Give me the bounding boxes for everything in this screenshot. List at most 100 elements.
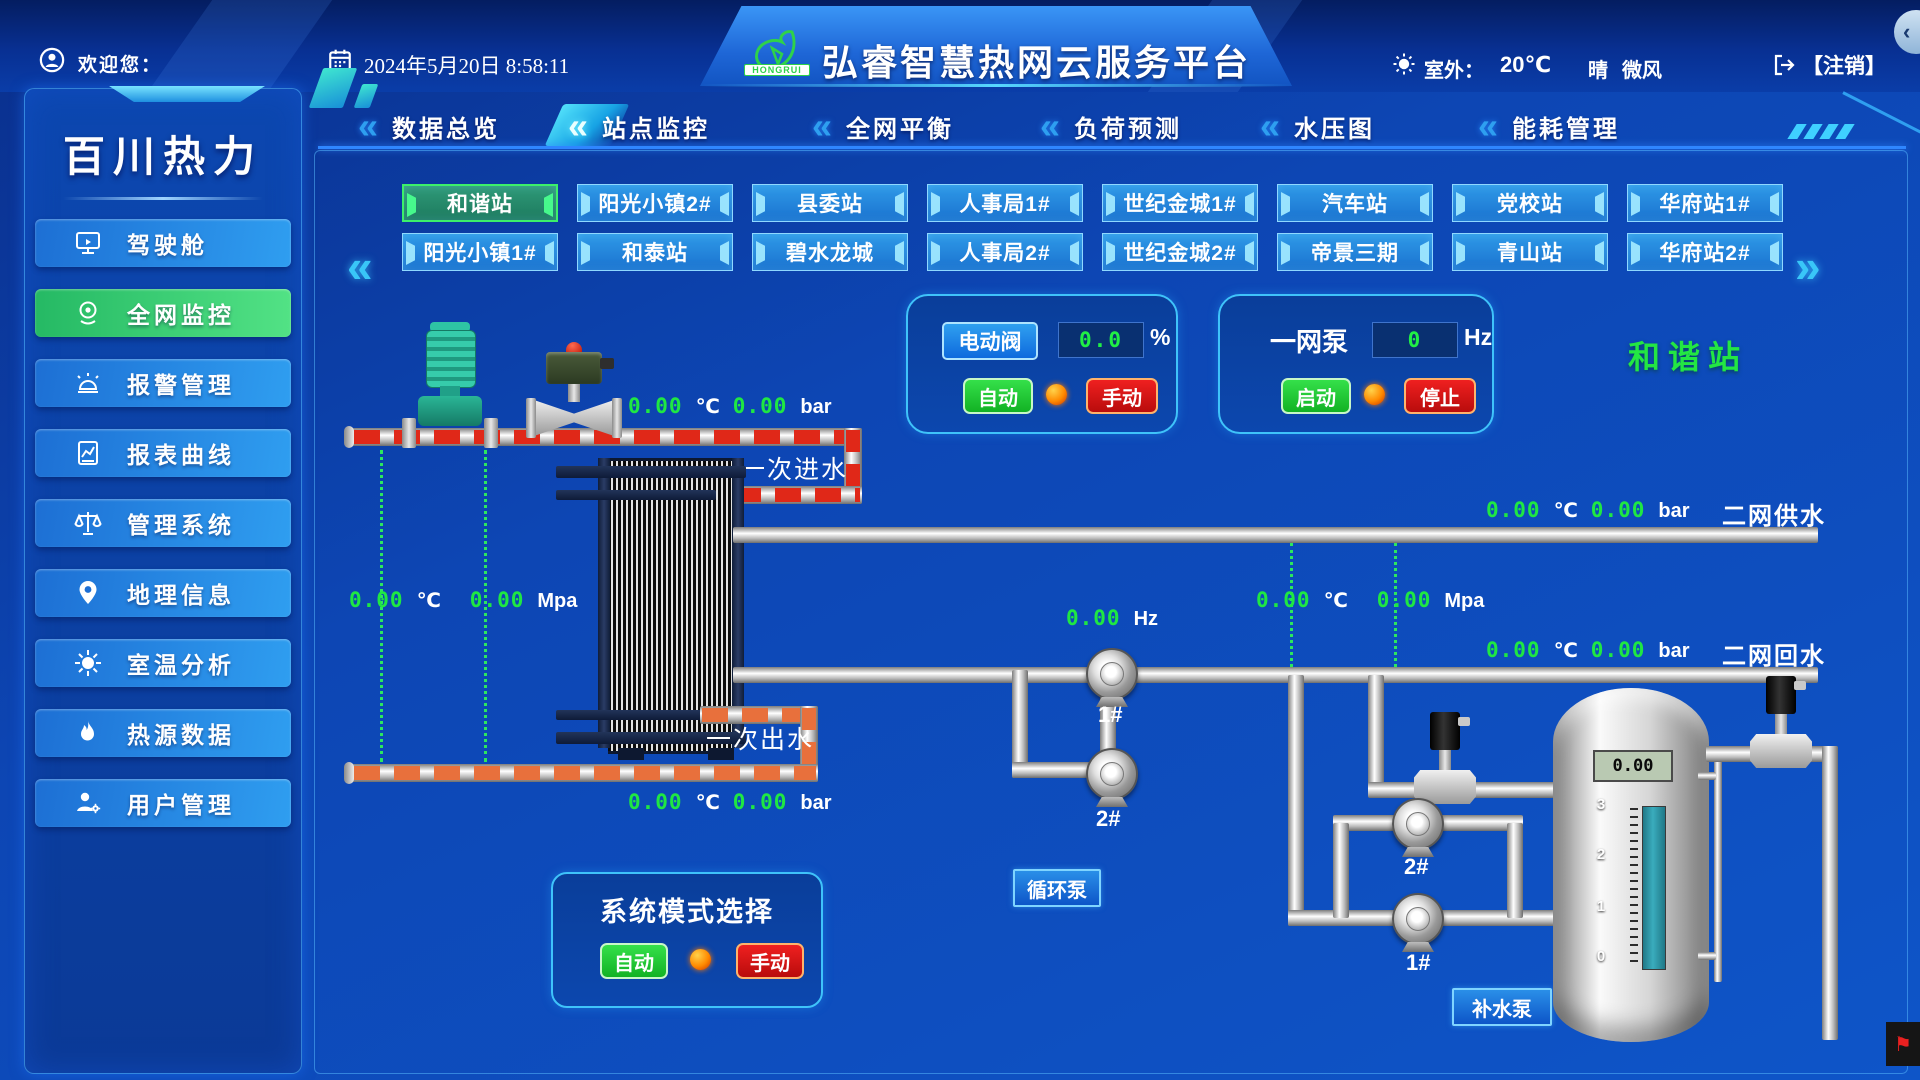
temp-value: 0.00 [1486,638,1541,662]
tab-全网平衡[interactable]: «全网平衡 [812,104,954,148]
circ-pump-frequency: 0.00 Hz [1066,606,1158,631]
tank-scale-mark: 0 [1596,948,1606,965]
tab-label: 水压图 [1294,115,1376,143]
primary-inlet-label: 一次进水 [740,456,849,484]
scale-icon [73,508,103,538]
valve-title-button[interactable]: 电动阀 [942,322,1038,360]
mode-auto-button[interactable]: 自动 [600,943,668,979]
stations-pager-right-icon[interactable]: » [1795,240,1821,292]
tab-数据总览[interactable]: «数据总览 [358,104,500,148]
net-pump-start-button[interactable]: 启动 [1281,378,1351,414]
tab-负荷预测[interactable]: «负荷预测 [1040,104,1182,148]
temp-unit: ℃ [1323,590,1348,612]
temp-value: 0.00 [349,588,404,612]
valve-auto-button[interactable]: 自动 [963,378,1033,414]
sidebar-item-label: 报警管理 [127,372,235,398]
valve-mode-led [1046,384,1067,405]
secondary-supply-reading: 0.00 ℃ 0.00 bar [1486,498,1690,523]
net-pump-freq-value: 0 [1372,322,1458,358]
company-logo-icon [748,22,804,78]
station-button-帝景三期[interactable]: 帝景三期 [1277,233,1433,271]
net-pump-stop-button[interactable]: 停止 [1404,378,1476,414]
station-button-和泰站[interactable]: 和泰站 [577,233,733,271]
valve-manual-button[interactable]: 手动 [1086,378,1158,414]
station-button-汽车站[interactable]: 汽车站 [1277,184,1433,222]
circ-pump-2-label: 2# [1096,806,1121,831]
circ-pump-2 [1086,748,1138,800]
net-pump-status-led [1364,384,1385,405]
valve-unit: % [1150,324,1171,350]
primary-inlet-reading: 0.00 ℃ 0.00 bar [628,394,832,419]
station-button-世纪金城2#[interactable]: 世纪金城2# [1102,233,1258,271]
station-button-阳光小镇2#[interactable]: 阳光小镇2# [577,184,733,222]
logout-button[interactable]: 【注销】 [1772,50,1886,80]
banner-glow-line [700,84,1292,87]
alarm-icon [73,368,103,398]
sidebar-item-用户管理[interactable]: 用户管理 [35,779,291,827]
station-button-碧水龙城[interactable]: 碧水龙城 [752,233,908,271]
tab-站点监控[interactable]: «站点监控 [568,104,710,148]
calendar-icon [327,47,353,73]
makeup-water-tank: 0.00 3 2 1 0 [1553,688,1709,1042]
app-title: 弘睿智慧热网云服务平台 [822,42,1252,83]
right-drop-pipe [1822,746,1838,1040]
sidebar-item-管理系统[interactable]: 管理系统 [35,499,291,547]
temp-value: 0.00 [628,790,683,814]
stations-pager-left-icon[interactable]: « [347,240,373,292]
primary-inlet-pipe-run [733,486,862,504]
sidebar-item-热源数据[interactable]: 热源数据 [35,709,291,757]
station-button-人事局1#[interactable]: 人事局1# [927,184,1083,222]
station-button-人事局2#[interactable]: 人事局2# [927,233,1083,271]
pressure-unit: bar [1658,500,1690,522]
sidebar-item-label: 地理信息 [127,582,235,608]
report-curve-icon [73,438,103,468]
pressure-unit: bar [800,396,832,418]
tab-能耗管理[interactable]: «能耗管理 [1478,104,1620,148]
secondary-return-pipe [733,667,1818,683]
station-button-县委站[interactable]: 县委站 [752,184,908,222]
secondary-return-reading: 0.00 ℃ 0.00 bar [1486,638,1690,663]
tank-inlet-branch-pipe [1368,675,1384,790]
temp-unit: ℃ [695,396,720,418]
outdoor-label: 室外： [1424,60,1484,82]
system-mode-title: 系统模式选择 [600,897,774,927]
primary-outlet-pipe-elbow [800,706,818,782]
primary-outlet-label: 一次出水 [706,726,815,754]
sidebar-item-驾驶舱[interactable]: 驾驶舱 [35,219,291,267]
station-button-阳光小镇1#[interactable]: 阳光小镇1# [402,233,558,271]
pressure-value: 0.00 [1376,588,1432,612]
outdoor-temp-value: 20℃ [1500,52,1552,77]
net-pump-control-panel: 一网泵 0 Hz 启动 停止 [1218,294,1494,434]
tab-label: 站点监控 [602,115,711,143]
tab-chevron-icon: « [812,105,833,146]
makeup-pump-tag-button[interactable]: 补水泵 [1452,988,1552,1026]
sidebar-item-label: 管理系统 [127,512,235,538]
weather-sun-icon [1392,52,1416,76]
mode-manual-button[interactable]: 手动 [736,943,804,979]
tank-scale-mark: 2 [1596,846,1606,863]
solenoid-valve-outlet [1750,676,1812,768]
station-button-华府站2#[interactable]: 华府站2# [1627,233,1783,271]
sidebar-item-label: 热源数据 [127,722,235,748]
station-button-党校站[interactable]: 党校站 [1452,184,1608,222]
content-frame [314,150,1908,1074]
freq-unit: Hz [1133,608,1159,630]
pressure-unit: bar [1658,640,1690,662]
tab-水压图[interactable]: «水压图 [1260,104,1375,148]
sidebar-item-地理信息[interactable]: 地理信息 [35,569,291,617]
sensor-dotline [484,450,487,762]
station-button-青山站[interactable]: 青山站 [1452,233,1608,271]
secondary-supply-label: 二网供水 [1722,503,1826,530]
station-button-和谐站[interactable]: 和谐站 [402,184,558,222]
temp-unit: ℃ [416,590,441,612]
sensor-dotline [380,450,383,762]
sidebar-item-label: 全网监控 [127,302,235,328]
station-button-世纪金城1#[interactable]: 世纪金城1# [1102,184,1258,222]
sidebar-item-报警管理[interactable]: 报警管理 [35,359,291,407]
station-button-华府站1#[interactable]: 华府站1# [1627,184,1783,222]
sidebar-item-全网监控[interactable]: 全网监控 [35,289,291,337]
net-pump-unit: Hz [1464,324,1493,350]
sidebar-item-报表曲线[interactable]: 报表曲线 [35,429,291,477]
sidebar-item-室温分析[interactable]: 室温分析 [35,639,291,687]
circ-pump-tag-button[interactable]: 循环泵 [1013,869,1101,907]
